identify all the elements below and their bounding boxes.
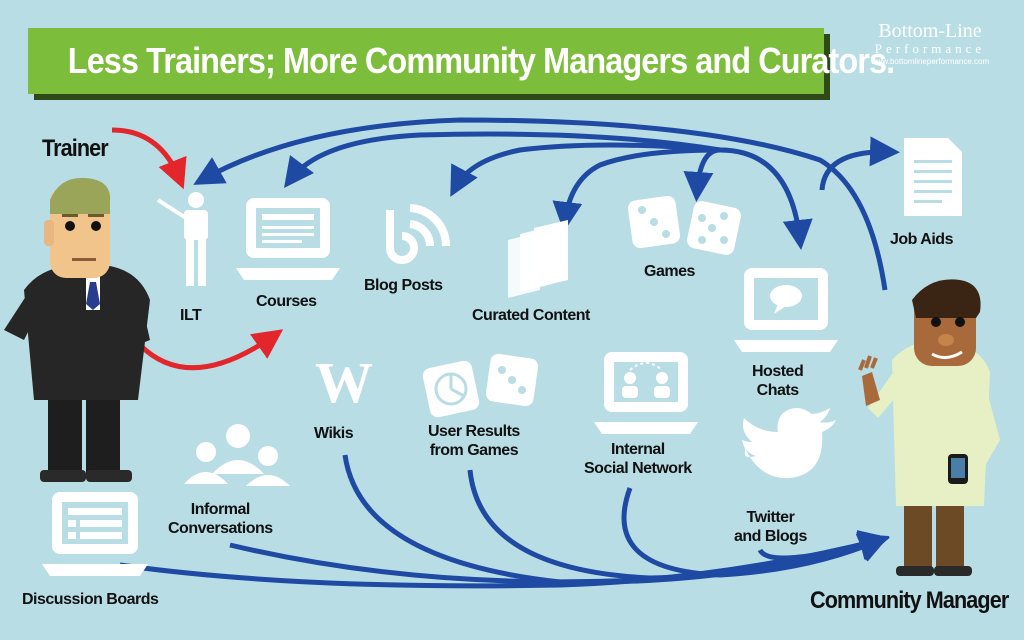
job-aids-label: Job Aids — [890, 231, 953, 248]
courses-monitor-icon — [236, 198, 340, 280]
hosted-chats-label: Hosted Chats — [752, 363, 804, 399]
manager-to-jobaids-arrow — [819, 136, 900, 191]
user-results-label: User Results from Games — [428, 423, 520, 459]
page-title: Less Trainers; More Community Managers a… — [67, 40, 895, 81]
community-manager-label: Community Manager — [810, 587, 1009, 614]
social-to-manager-arrow — [621, 487, 890, 578]
courses-label: Courses — [256, 293, 317, 310]
blog-posts-label: Blog Posts — [364, 277, 443, 294]
brand-sub: Performance — [874, 41, 986, 56]
trainer-to-ilt-arrow — [111, 127, 187, 190]
brand-name: Bottom-Line — [878, 20, 982, 42]
manager-to-curated-arrow — [552, 147, 721, 232]
people-group-icon — [184, 424, 290, 486]
manager-to-games-arrow — [683, 147, 721, 202]
twitter-bird-icon — [742, 408, 836, 479]
community-manager-character — [858, 279, 1000, 576]
discussion-boards-label: Discussion Boards — [22, 591, 159, 608]
curated-content-label: Curated Content — [472, 307, 590, 324]
twitter-blogs-label: Twitter and Blogs — [734, 509, 807, 545]
manager-to-ilt-arrow — [193, 117, 888, 291]
results-icon — [422, 353, 539, 418]
brand-logo: Bottom-Line Performance www.bottomlinepe… — [850, 20, 1010, 68]
chat-monitor-icon — [734, 268, 838, 352]
wikipedia-icon: W — [315, 350, 373, 415]
title-banner: Less Trainers; More Community Managers a… — [28, 28, 895, 94]
social-network-monitor-icon — [594, 352, 698, 434]
discussion-board-monitor-icon — [42, 492, 148, 576]
curated-content-icon — [508, 220, 568, 298]
ilt-icon — [156, 192, 208, 286]
userresults-to-manager-arrow — [467, 469, 890, 581]
trainer-character — [4, 177, 150, 482]
games-label: Games — [644, 263, 695, 280]
wikis-label: Wikis — [314, 425, 354, 442]
trainer-label: Trainer — [42, 135, 109, 162]
ilt-label: ILT — [180, 307, 202, 324]
manager-to-courses-arrow — [283, 131, 721, 188]
dice-icon — [627, 195, 741, 255]
trainer-to-courses-arrow — [138, 329, 284, 371]
document-icon — [904, 138, 962, 216]
blog-icon — [386, 204, 451, 264]
informal-conversations-label: Informal Conversations — [168, 501, 273, 537]
internal-social-label: Internal Social Network — [584, 441, 692, 477]
twitter-to-manager-arrow — [757, 530, 890, 561]
manager-to-blog-arrow — [450, 142, 721, 197]
brand-url: www.bottomlineperformance.com — [870, 57, 990, 66]
manager-to-chats-arrow — [719, 147, 813, 250]
